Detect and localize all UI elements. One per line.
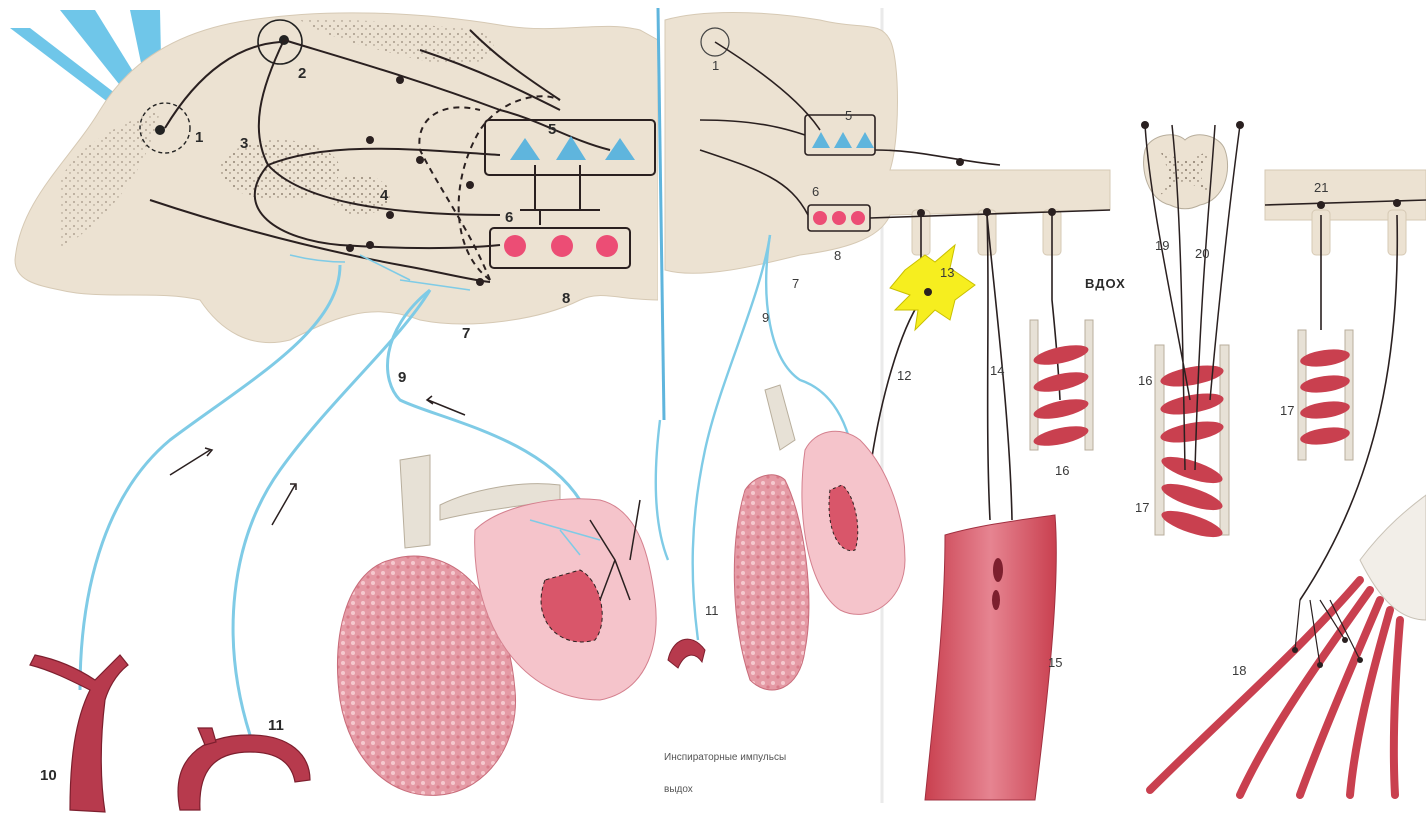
label-r-17-a: 17 [1135, 500, 1149, 515]
label-6: 6 [505, 209, 513, 226]
label-r-7: 7 [792, 276, 799, 291]
left-panel: 1 2 3 4 5 6 7 8 9 10 11 [0, 0, 658, 819]
label-r-8: 8 [834, 248, 841, 263]
label-r-16-a: 16 [1055, 463, 1069, 478]
label-4: 4 [380, 187, 389, 204]
label-1: 1 [195, 129, 203, 146]
label-r-12: 12 [897, 368, 911, 383]
label-8: 8 [562, 290, 570, 307]
label-3: 3 [240, 135, 248, 152]
label-10: 10 [40, 767, 57, 784]
label-r-1: 1 [712, 58, 719, 73]
label-9: 9 [398, 369, 406, 386]
label-2: 2 [298, 65, 306, 82]
label-r-17-b: 17 [1280, 403, 1294, 418]
label-11: 11 [268, 717, 284, 734]
label-r-11: 11 [705, 603, 719, 618]
label-5: 5 [548, 121, 556, 138]
caption-line-2: выдох [664, 784, 693, 795]
label-r-20: 20 [1195, 246, 1209, 261]
label-r-5: 5 [845, 108, 852, 123]
label-r-16-b: 16 [1138, 373, 1152, 388]
right-panel: 1 5 6 7 8 9 11 12 13 14 15 16 16 17 17 1… [656, 8, 1426, 803]
label-r-19: 19 [1155, 238, 1169, 253]
muscle-15 [925, 515, 1056, 800]
inhale-label: вдох [1085, 276, 1126, 291]
label-r-14: 14 [990, 363, 1004, 378]
label-r-13: 13 [940, 265, 954, 280]
label-r-6: 6 [812, 184, 819, 199]
caption-line-1: Инспираторные импульсы [664, 752, 786, 763]
label-7: 7 [462, 325, 470, 342]
label-r-18: 18 [1232, 663, 1246, 678]
label-r-21: 21 [1314, 180, 1328, 195]
label-r-15: 15 [1048, 655, 1062, 670]
label-r-9: 9 [762, 310, 769, 325]
